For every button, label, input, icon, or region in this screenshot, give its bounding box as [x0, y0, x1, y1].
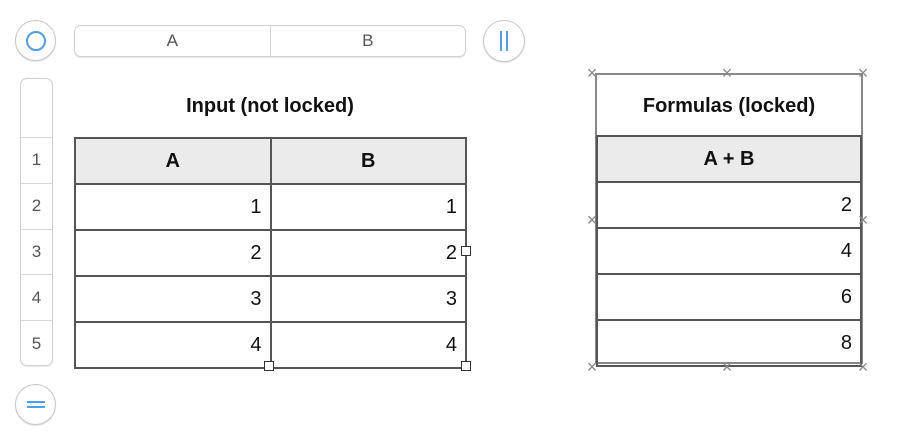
- cell[interactable]: 4: [74, 321, 272, 369]
- resize-handle[interactable]: [461, 246, 471, 256]
- resize-handle[interactable]: [461, 361, 471, 371]
- header-cell[interactable]: B: [269, 137, 467, 185]
- header-cell[interactable]: A + B: [596, 135, 862, 183]
- locked-x-icon: ×: [857, 357, 869, 377]
- row-header[interactable]: 3: [21, 230, 52, 276]
- row-header-bar: 1 2 3 4 5: [20, 78, 53, 366]
- row-header-corner: [21, 79, 52, 138]
- circle-icon: [25, 30, 46, 51]
- cell[interactable]: 2: [596, 181, 862, 229]
- column-header-bar: A B: [74, 25, 466, 57]
- freeze-button[interactable]: [483, 20, 525, 62]
- cell[interactable]: 2: [269, 229, 467, 277]
- cell[interactable]: 6: [596, 273, 862, 321]
- locked-x-icon: ×: [586, 357, 598, 377]
- cell[interactable]: 4: [596, 227, 862, 275]
- pause-bars-icon: [500, 31, 508, 51]
- table-row: 8: [596, 319, 862, 367]
- row-options-button[interactable]: [15, 384, 56, 425]
- row-header[interactable]: 4: [21, 275, 52, 322]
- cell[interactable]: 4: [269, 321, 467, 369]
- column-header-a[interactable]: A: [166, 31, 178, 50]
- formula-table: A + B 2 4 6 8: [596, 135, 862, 367]
- locked-x-icon: ×: [721, 357, 733, 377]
- table-row: 6: [596, 273, 862, 321]
- cell[interactable]: 2: [74, 229, 272, 277]
- select-all-button[interactable]: [15, 20, 56, 61]
- locked-x-icon: ×: [586, 63, 598, 83]
- formula-table-title: Formulas (locked): [642, 95, 816, 117]
- cell[interactable]: 3: [269, 275, 467, 323]
- table-row: 4: [596, 227, 862, 275]
- input-table-title: Input (not locked): [186, 95, 354, 117]
- locked-x-icon: ×: [857, 210, 869, 230]
- cell[interactable]: 3: [74, 275, 272, 323]
- row-header[interactable]: 5: [31, 334, 42, 354]
- table-row: 2: [596, 181, 862, 229]
- column-header-b[interactable]: B: [269, 26, 466, 56]
- resize-handle[interactable]: [264, 361, 274, 371]
- cell[interactable]: 1: [269, 183, 467, 231]
- locked-x-icon: ×: [857, 63, 869, 83]
- cell[interactable]: 8: [596, 319, 862, 367]
- equals-icon: [26, 401, 45, 408]
- locked-x-icon: ×: [721, 63, 733, 83]
- row-header[interactable]: 1: [21, 138, 52, 184]
- header-cell[interactable]: A: [74, 137, 272, 185]
- row-header[interactable]: 2: [21, 184, 52, 230]
- locked-x-icon: ×: [586, 210, 598, 230]
- cell[interactable]: 1: [74, 183, 272, 231]
